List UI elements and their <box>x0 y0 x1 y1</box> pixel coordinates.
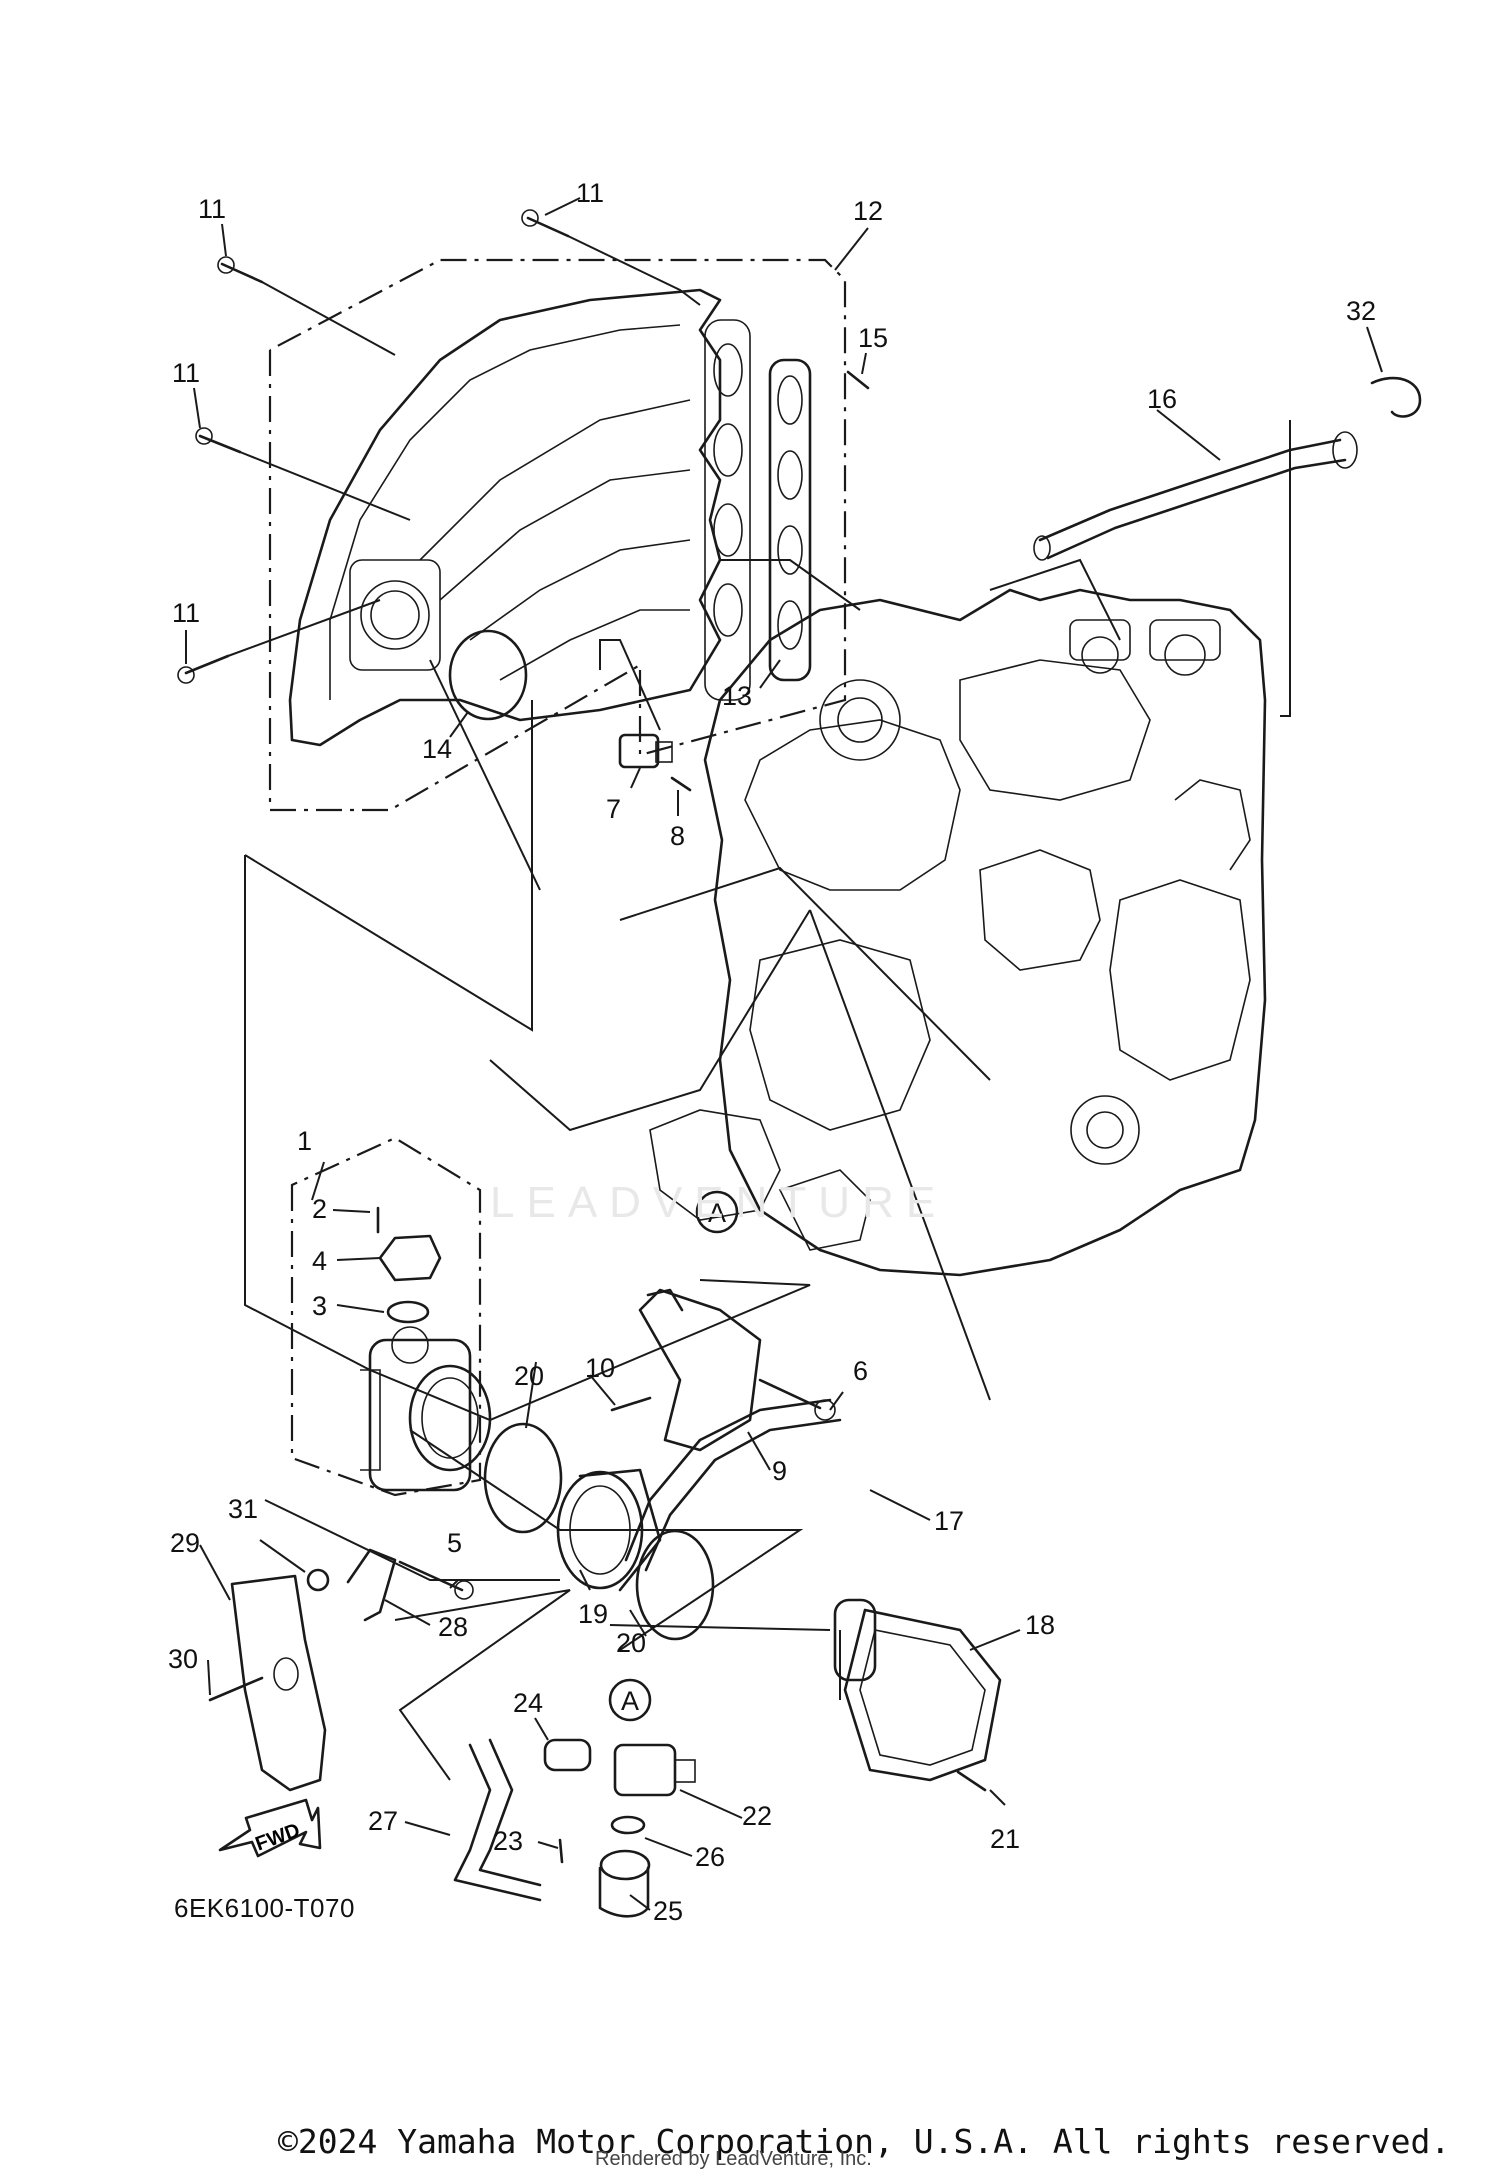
callout-label: 3 <box>312 1291 327 1321</box>
callout-label: 6 <box>853 1356 868 1386</box>
screw-23 <box>558 1838 564 1864</box>
bolt-5-head <box>454 1580 474 1600</box>
callout-label: 10 <box>585 1353 615 1383</box>
callout-label: 11 <box>172 598 200 628</box>
callout-label: 21 <box>990 1824 1020 1854</box>
bracket-9 <box>638 1288 762 1452</box>
callout-label: 31 <box>228 1494 258 1524</box>
o-ring-3 <box>386 1300 430 1324</box>
callout-label: 19 <box>578 1599 608 1629</box>
reference-marker <box>608 1678 652 1722</box>
cap-31 <box>306 1568 330 1592</box>
bracket-28 <box>346 1548 397 1622</box>
callout-label: 1 <box>297 1126 312 1156</box>
engine-block <box>649 588 1267 1277</box>
fwd-label: FWD <box>253 1819 303 1855</box>
o-ring-26 <box>610 1815 646 1835</box>
callout-label: 7 <box>606 794 621 824</box>
fwd-arrow-icon: FWD <box>218 1798 322 1858</box>
manifold-o-ring <box>448 629 528 721</box>
callout-label: 4 <box>312 1246 327 1276</box>
callout-label: 14 <box>422 734 452 764</box>
manifold-gasket <box>768 358 812 682</box>
callout-label: 15 <box>858 323 888 353</box>
dowel-pin <box>846 370 870 390</box>
callout-leaders <box>185 197 1383 1911</box>
hose-joint-24 <box>543 1738 592 1772</box>
rendered-by-credit: Rendered by LeadVenture, Inc. <box>595 2148 872 2170</box>
callout-label: 17 <box>934 1506 964 1536</box>
assembly-lines <box>227 235 1291 1781</box>
fitting-25 <box>598 1849 651 1918</box>
reference-marker <box>695 1190 739 1234</box>
callout-label: 11 <box>198 194 226 224</box>
bolt-11 <box>177 209 570 684</box>
cover-29 <box>230 1574 327 1792</box>
throttle-position-sensor <box>378 1234 442 1282</box>
callout-label: 12 <box>853 196 883 226</box>
intake-manifold <box>288 288 751 747</box>
callout-label: 16 <box>1147 384 1177 414</box>
callout-label: 11 <box>172 358 200 388</box>
callout-label: 30 <box>168 1644 198 1674</box>
callout-label: 22 <box>742 1801 772 1831</box>
callout-label: 27 <box>368 1806 398 1836</box>
callout-label: 29 <box>170 1528 200 1558</box>
hose-16 <box>1033 431 1358 561</box>
hose-17 <box>624 1398 842 1572</box>
callout-label: 5 <box>447 1528 462 1558</box>
hose-27 <box>453 1738 542 1902</box>
hose-clamp <box>483 1422 563 1534</box>
callout-label: 13 <box>722 681 752 711</box>
callout-label: 11 <box>576 178 604 208</box>
reference-marker-label: A <box>708 1198 726 1228</box>
intake-pressure-sensor <box>618 733 692 792</box>
throttle-body <box>360 1326 492 1492</box>
intake-silencer <box>833 1598 1002 1782</box>
callout-label: 18 <box>1025 1610 1055 1640</box>
manifold-assembly-boundary <box>268 258 847 812</box>
callout-label: 24 <box>513 1688 543 1718</box>
callout-label: 28 <box>438 1612 468 1642</box>
solenoid-valve <box>613 1743 696 1797</box>
copyright-notice: ©2024 Yamaha Motor Corporation, U.S.A. A… <box>278 2122 1451 2161</box>
callout-label: 32 <box>1346 296 1376 326</box>
watermark: LEADVENTURE <box>490 1178 948 1227</box>
callout-label: 20 <box>514 1361 544 1391</box>
bolt-10 <box>610 1396 652 1412</box>
callout-numbers: 1 2 3 4 5 6 7 8 9 10 11 11 11 11 12 13 1… <box>168 178 1376 1926</box>
bolt-21 <box>956 1770 987 1792</box>
hose-clamp <box>635 1529 715 1641</box>
callout-label: 26 <box>695 1842 725 1872</box>
callout-label: 23 <box>493 1826 523 1856</box>
bolt-30 <box>208 1676 264 1702</box>
reference-marker-label: A <box>621 1686 639 1716</box>
callout-label: 2 <box>312 1194 327 1224</box>
diagram-code: 6EK6100-T070 <box>174 1893 355 1923</box>
callout-label: 9 <box>772 1456 787 1486</box>
callout-label: 20 <box>616 1628 646 1658</box>
throttle-body-assembly-boundary <box>290 1136 482 1497</box>
callout-label: 25 <box>653 1896 683 1926</box>
hose-clip <box>1370 376 1422 418</box>
callout-label: 8 <box>670 821 685 851</box>
